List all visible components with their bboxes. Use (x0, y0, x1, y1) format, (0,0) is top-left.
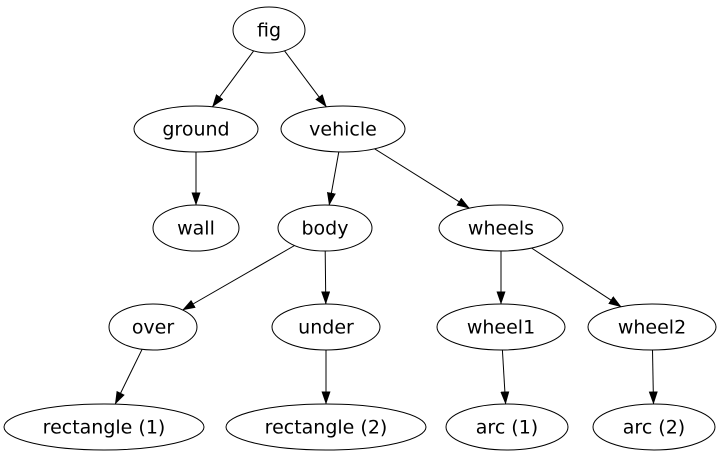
node-label-under: under (298, 317, 354, 339)
edge-wheels-wheel2 (531, 247, 622, 308)
node-label-rect1: rectangle (1) (43, 417, 166, 439)
node-ellipse-fig (232, 6, 306, 54)
node-wheel1: wheel1 (436, 303, 566, 351)
edge-wheel1-arc1 (500, 349, 510, 405)
node-label-wheel1: wheel1 (467, 317, 535, 339)
node-ellipse-wheel2 (587, 303, 717, 351)
node-wheels: wheels (438, 204, 564, 252)
node-ellipse-over (108, 303, 198, 351)
node-label-arc1: arc (1) (476, 417, 538, 439)
node-label-fig: fig (257, 20, 281, 42)
node-rect2: rectangle (2) (225, 403, 427, 451)
edge-vehicle-wheels (374, 148, 470, 209)
node-ellipse-wall (152, 204, 240, 252)
edge-fig-ground (211, 50, 255, 108)
node-fig: fig (232, 6, 306, 54)
edge-over-rect1 (114, 349, 143, 405)
node-ellipse-rect2 (225, 403, 427, 451)
node-label-over: over (132, 317, 175, 339)
node-over: over (108, 303, 198, 351)
node-label-wall: wall (177, 218, 215, 240)
node-ellipse-wheels (438, 204, 564, 252)
node-ellipse-rect1 (3, 403, 205, 451)
node-label-body: body (302, 218, 349, 240)
edge-fig-vehicle (284, 50, 327, 108)
node-label-wheel2: wheel2 (618, 317, 686, 339)
node-ellipse-vehicle (280, 105, 406, 153)
node-vehicle: vehicle (280, 105, 406, 153)
node-wheel2: wheel2 (587, 303, 717, 351)
node-under: under (271, 303, 381, 351)
node-arc2: arc (2) (592, 403, 716, 451)
edge-wheel2-arc2 (648, 349, 658, 405)
node-body: body (277, 204, 373, 252)
node-label-rect2: rectangle (2) (265, 417, 388, 439)
node-wall: wall (152, 204, 240, 252)
node-label-wheels: wheels (468, 218, 534, 240)
node-ellipse-body (277, 204, 373, 252)
node-ellipse-under (271, 303, 381, 351)
edge-vehicle-body (326, 151, 340, 206)
node-ellipse-ground (133, 105, 259, 153)
node-rect1: rectangle (1) (3, 403, 205, 451)
node-label-ground: ground (162, 119, 229, 141)
edge-body-over (182, 245, 295, 311)
node-label-vehicle: vehicle (309, 119, 377, 141)
edge-body-under (321, 250, 331, 305)
node-arc1: arc (1) (445, 403, 569, 451)
node-ellipse-arc2 (592, 403, 716, 451)
node-ground: ground (133, 105, 259, 153)
node-label-arc2: arc (2) (623, 417, 685, 439)
node-ellipse-wheel1 (436, 303, 566, 351)
node-ellipse-arc1 (445, 403, 569, 451)
